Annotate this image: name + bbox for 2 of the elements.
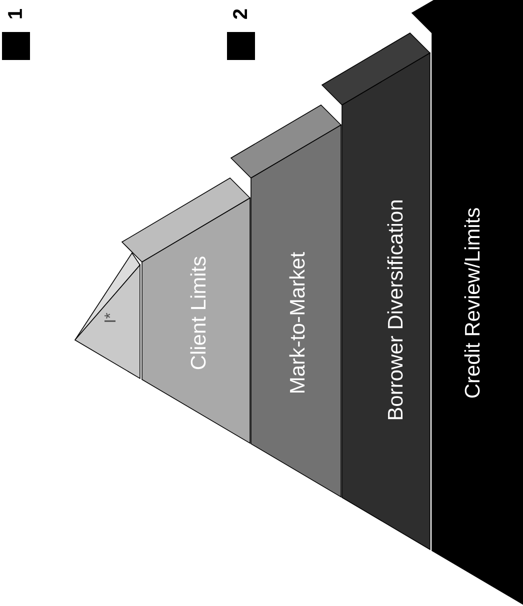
label: 1 [8, 9, 22, 18]
label: 2 [233, 9, 247, 19]
